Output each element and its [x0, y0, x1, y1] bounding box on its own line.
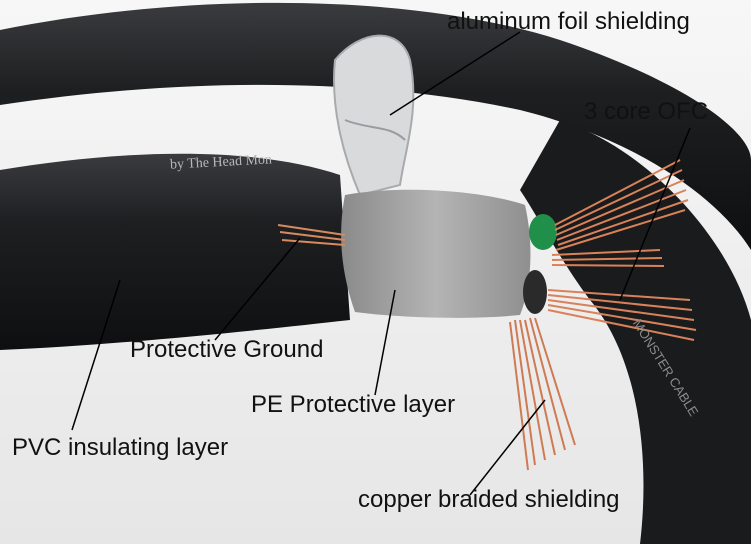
- label-pe-protective-layer: PE Protective layer: [251, 391, 456, 418]
- green-core: [529, 214, 557, 250]
- pe-protective-layer: [341, 189, 531, 318]
- black-core: [523, 270, 547, 314]
- label-pvc-insulating-layer: PVC insulating layer: [12, 434, 229, 461]
- label-protective-ground: Protective Ground: [130, 336, 324, 363]
- callout-lines: [71, 31, 691, 496]
- label-3-core-ofc: 3 core OFC: [584, 98, 709, 125]
- ground-strands: [277, 224, 346, 246]
- copper-braid: [509, 317, 576, 471]
- label-copper-braided-shielding: copper braided shielding: [358, 486, 620, 513]
- pvc-jacket: [0, 153, 350, 350]
- aluminum-foil: [333, 34, 415, 197]
- label-aluminum-foil-shielding: aluminum foil shielding: [447, 8, 690, 35]
- copper-ofc-strands: [547, 159, 697, 341]
- foil-crease: [344, 119, 406, 141]
- cable-loop-back: [0, 2, 751, 251]
